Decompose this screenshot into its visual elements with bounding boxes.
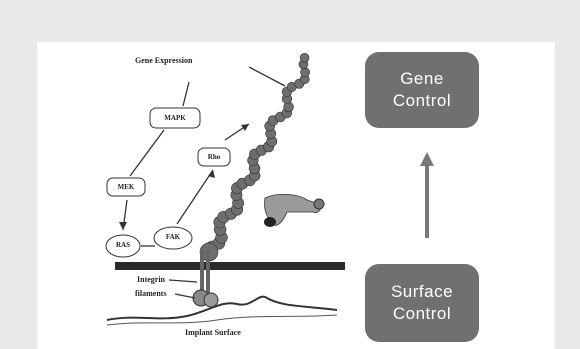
line-gene-to-helix bbox=[249, 67, 285, 86]
node-mek-label: MEK bbox=[107, 183, 145, 191]
filaments-label: filaments bbox=[135, 289, 167, 298]
gene-control-line2: Control bbox=[393, 90, 451, 112]
node-fak-label: FAK bbox=[154, 233, 192, 241]
line-fak-to-rho bbox=[177, 170, 213, 224]
line-integrin-label bbox=[169, 280, 197, 282]
helix-bead bbox=[300, 53, 309, 62]
node-ras-label: RAS bbox=[106, 241, 140, 249]
protein-dark-spot bbox=[264, 217, 276, 227]
arrowhead-ras-to-mek bbox=[119, 222, 127, 230]
arrowhead-rho-to-helix bbox=[241, 124, 249, 131]
implant-surface-line-2 bbox=[107, 315, 337, 325]
protein-node bbox=[314, 199, 324, 209]
slide-panel: Gene Expression MAPK MEK Rho RAS FAK Int… bbox=[37, 42, 555, 349]
gene-expression-label: Gene Expression bbox=[135, 56, 192, 65]
integrin-head-2 bbox=[204, 293, 218, 307]
surface-control-line1: Surface bbox=[391, 281, 453, 303]
node-mapk-label: MAPK bbox=[150, 114, 200, 122]
line-mapk-to-gene bbox=[183, 82, 189, 106]
helix-bead bbox=[301, 68, 310, 77]
implant-surface-label: Implant Surface bbox=[185, 328, 241, 337]
gene-control-line1: Gene bbox=[400, 68, 444, 90]
gene-control-box: Gene Control bbox=[365, 52, 479, 128]
line-mek-to-mapk bbox=[130, 130, 164, 176]
integrin-label: Integrin bbox=[137, 275, 165, 284]
line-filaments-label bbox=[175, 294, 195, 298]
up-arrow-icon bbox=[420, 152, 434, 238]
cell-membrane bbox=[115, 262, 345, 270]
node-rho-label: Rho bbox=[198, 153, 230, 161]
surface-control-line2: Control bbox=[393, 303, 451, 325]
surface-control-box: Surface Control bbox=[365, 264, 479, 342]
signaling-diagram bbox=[37, 42, 357, 349]
